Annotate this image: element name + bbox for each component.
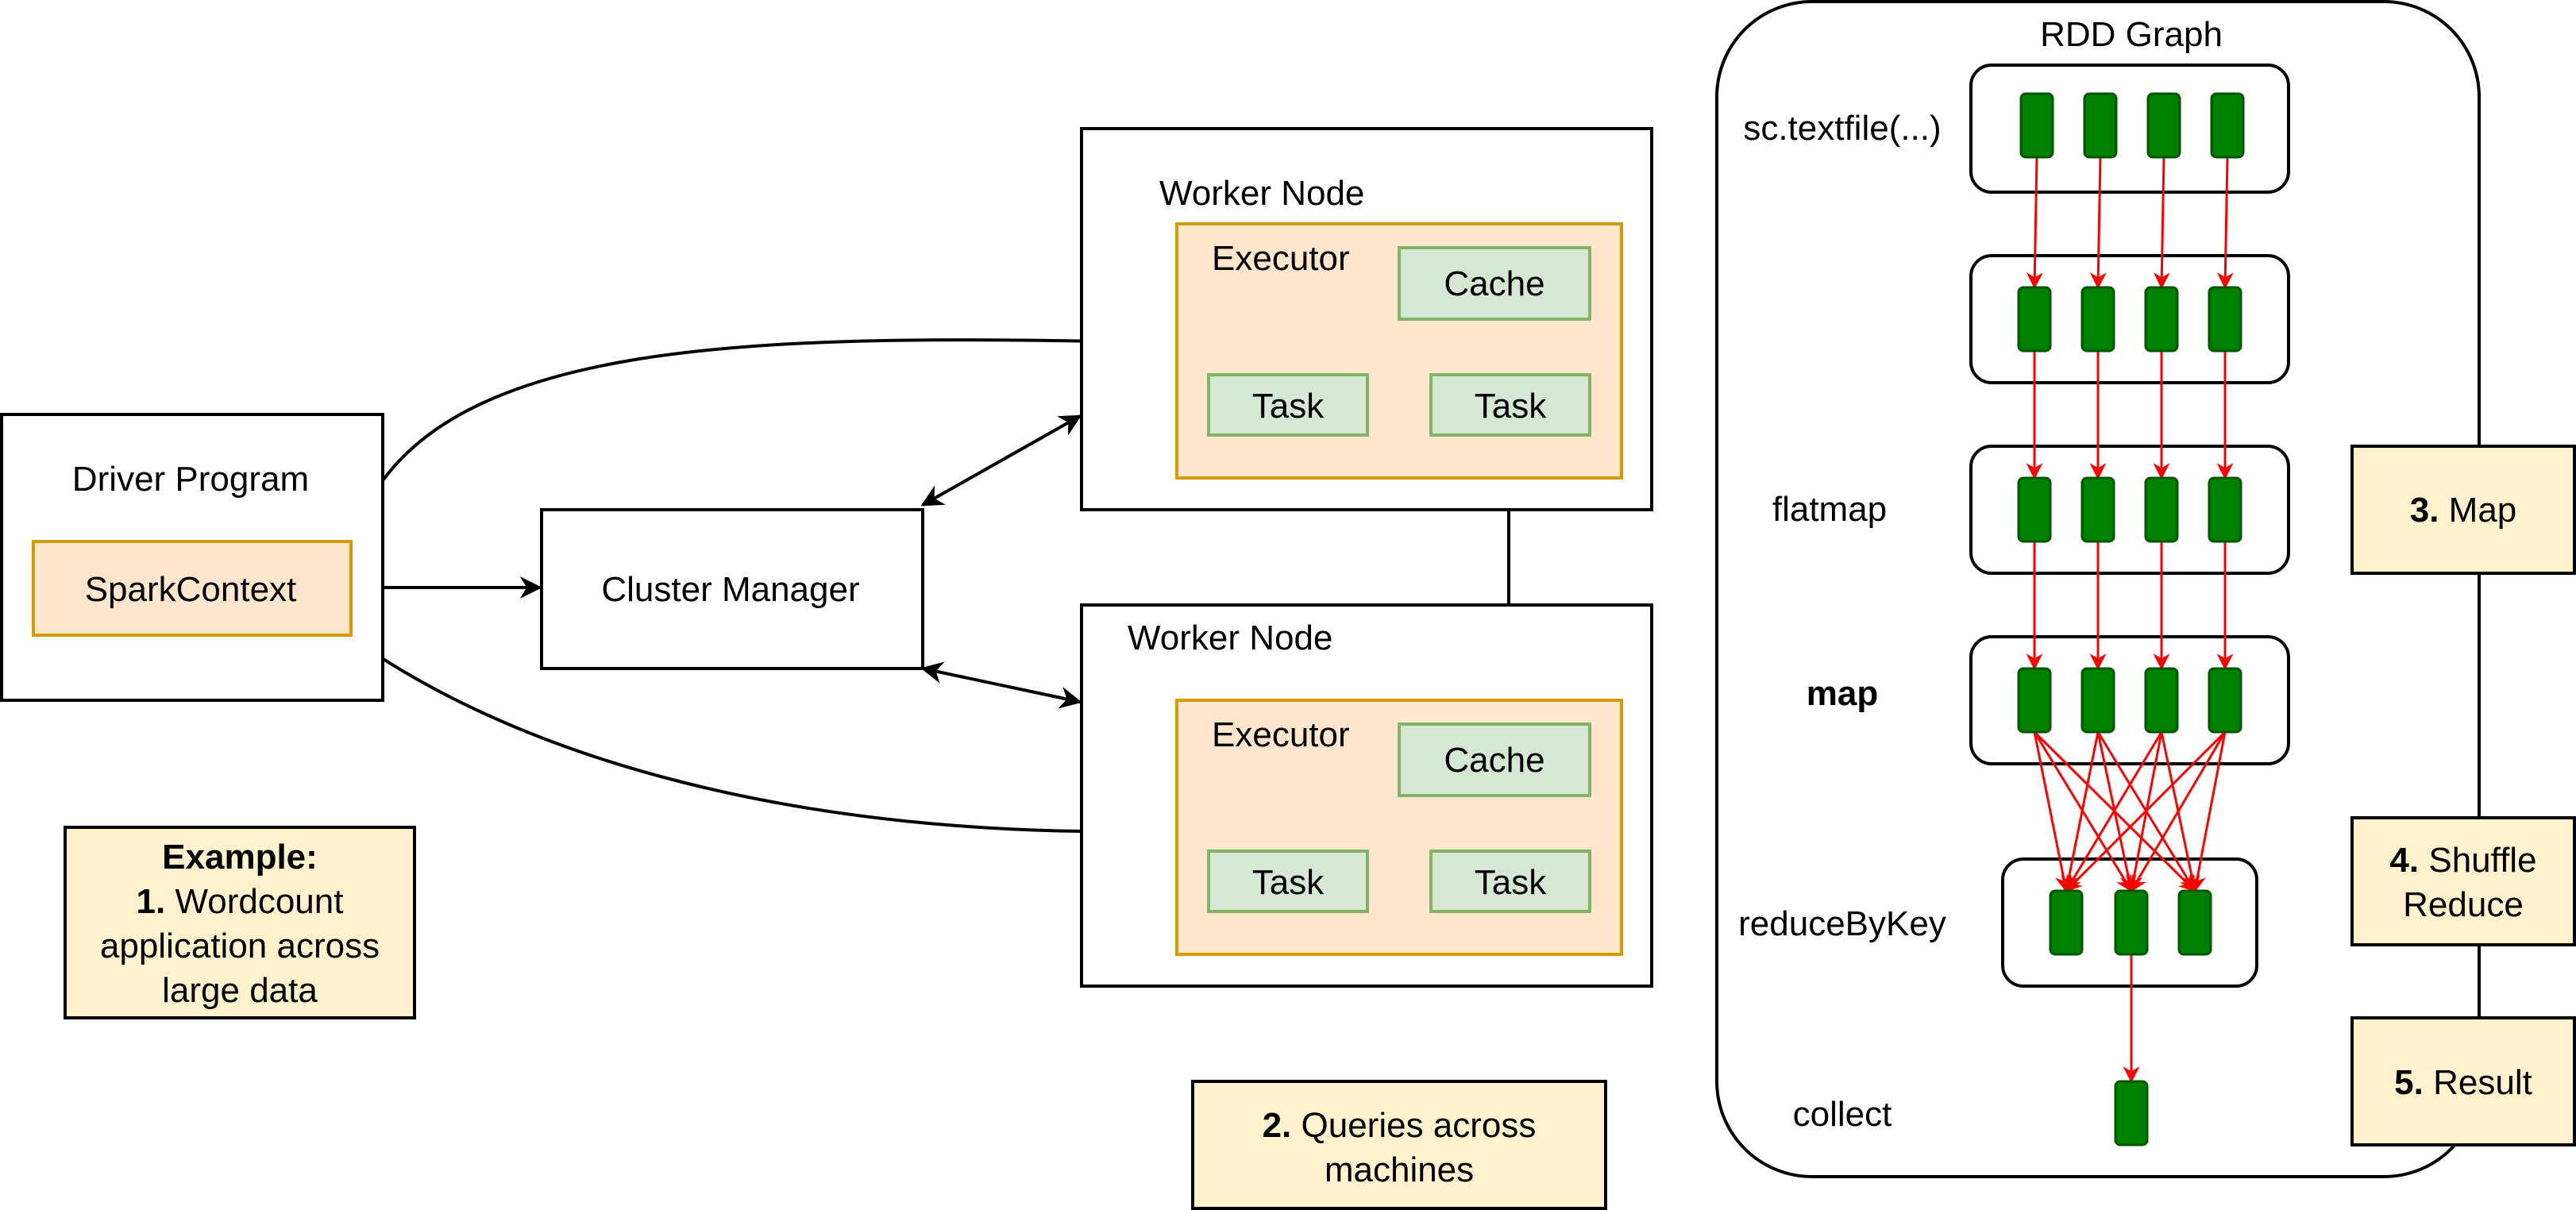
cache-box[interactable] xyxy=(1398,246,1591,321)
rdd-stage-box xyxy=(1969,445,2290,575)
rdd-stage-label: reduceByKey xyxy=(1738,904,1946,943)
driver-program: Driver Program SparkContext xyxy=(0,413,384,702)
rdd-shuffle-arrow xyxy=(2065,731,2163,892)
rdd-partition xyxy=(2083,92,2118,159)
rdd-stage-box xyxy=(1969,635,2290,765)
rdd-partition xyxy=(2080,286,2115,353)
task-label: Task xyxy=(1475,387,1547,426)
shuffle-note-line-2: Reduce xyxy=(2403,885,2524,924)
rdd-partition xyxy=(2017,476,2052,543)
manager-worker2-arrow xyxy=(920,661,1082,709)
shuffle-note-line-1: 4. Shuffle xyxy=(2389,841,2536,880)
rdd-stage-box xyxy=(1969,254,2290,384)
rdd-graph-title: RDD Graph xyxy=(2040,15,2223,54)
rdd-partition xyxy=(2080,667,2115,734)
rdd-partition xyxy=(2208,286,2242,353)
rdd-partition xyxy=(2144,667,2179,734)
rdd-flow-arrow xyxy=(2026,156,2043,290)
worker-node-2: Worker Node Executor Cache Task Task xyxy=(1080,603,1653,988)
rdd-partition xyxy=(2144,476,2179,543)
task-box[interactable] xyxy=(1207,373,1369,437)
example-line-3: large data xyxy=(162,971,318,1010)
rdd-shuffle-arrow xyxy=(2189,731,2227,893)
rdd-partition xyxy=(2208,667,2242,734)
task-label: Task xyxy=(1252,863,1325,902)
rdd-partition xyxy=(2114,1080,2149,1146)
queries-line-2: machines xyxy=(1325,1150,1474,1189)
rdd-partition xyxy=(2146,92,2181,159)
spark-context-box[interactable] xyxy=(32,540,353,637)
rdd-flow-arrow xyxy=(2216,156,2234,290)
executor-label: Executor xyxy=(1212,715,1350,754)
shuffle-note: 4. Shuffle Reduce xyxy=(2350,816,2576,946)
spark-context-label: SparkContext xyxy=(85,570,297,609)
map-note: 3. Map xyxy=(2350,445,2576,575)
rdd-stage-label: flatmap xyxy=(1772,490,1887,529)
rdd-stage-label: sc.textfile(...) xyxy=(1743,109,1941,148)
rdd-partition xyxy=(2208,476,2242,543)
rdd-partition xyxy=(2114,889,2149,956)
worker-node-title: Worker Node xyxy=(1159,174,1364,213)
example-line-1: 1. Wordcount xyxy=(137,882,344,921)
result-note-text: 5. Result xyxy=(2394,1063,2532,1102)
driver-program-title: Driver Program xyxy=(72,460,309,499)
rdd-graph: RDD Graph sc.textfile(...) flatmap map redu… xyxy=(1715,0,2481,1178)
worker-node-title: Worker Node xyxy=(1128,618,1332,657)
cache-label: Cache xyxy=(1444,741,1544,780)
rdd-partition xyxy=(2080,476,2115,543)
manager-worker1-arrow xyxy=(920,414,1082,507)
queries-line-1: 2. Queries across xyxy=(1263,1106,1537,1145)
rdd-shuffle-arrow xyxy=(2065,730,2227,892)
task-box[interactable] xyxy=(1207,850,1369,913)
cache-label: Cache xyxy=(1444,264,1544,303)
task-box[interactable] xyxy=(1429,850,1591,913)
example-line-2: application across xyxy=(100,927,380,965)
executor-label: Executor xyxy=(1212,239,1350,278)
example-note: Example: 1. Wordcount application across… xyxy=(64,826,416,1019)
rdd-shuffle-arrow xyxy=(2033,731,2072,893)
rdd-partitions xyxy=(2017,92,2245,1146)
example-heading: Example: xyxy=(162,838,318,877)
rdd-flow-arrow xyxy=(2089,156,2107,290)
result-note: 5. Result xyxy=(2350,1016,2576,1146)
cluster-manager[interactable]: Cluster Manager xyxy=(540,508,924,670)
task-label: Task xyxy=(1475,863,1547,902)
task-box[interactable] xyxy=(1429,373,1591,437)
rdd-flow-arrows xyxy=(2026,156,2234,1084)
cache-box[interactable] xyxy=(1398,723,1591,797)
queries-note: 2. Queries across machines xyxy=(1191,1080,1607,1210)
cluster-manager-label: Cluster Manager xyxy=(601,570,859,609)
rdd-partition xyxy=(2210,92,2245,159)
rdd-stage-label: collect xyxy=(1793,1095,1892,1134)
connectors xyxy=(349,331,1520,842)
context-executor2-curve xyxy=(353,638,1178,842)
rdd-partition xyxy=(2017,667,2052,734)
rdd-stage-label: map xyxy=(1807,674,1878,713)
rdd-flow-arrow xyxy=(2153,156,2170,290)
map-note-text: 3. Map xyxy=(2410,491,2517,530)
rdd-partition xyxy=(2177,889,2212,956)
rdd-partition xyxy=(2144,286,2179,353)
rdd-partition xyxy=(2049,889,2084,956)
worker-node-1: Worker Node Executor Cache Task Task xyxy=(1080,127,1653,511)
context-executor1-curve xyxy=(349,331,1178,540)
rdd-partition xyxy=(2019,92,2054,159)
rdd-partition xyxy=(2017,286,2052,353)
rdd-shuffle-arrow xyxy=(2061,731,2100,893)
rdd-shuffle-arrow xyxy=(2130,731,2227,892)
task-label: Task xyxy=(1252,387,1325,426)
